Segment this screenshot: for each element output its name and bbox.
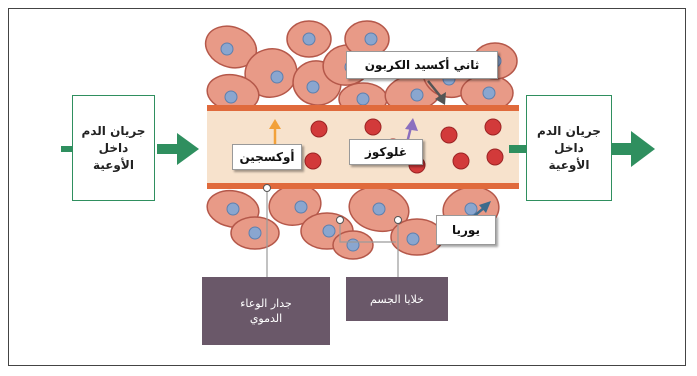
co2-arrow xyxy=(427,80,446,105)
red-blood-cell xyxy=(440,126,458,144)
cell-pointer-1 xyxy=(336,216,344,224)
body-cell xyxy=(230,216,280,250)
flow-left-line-1: جريان الدم xyxy=(81,123,146,138)
vessel-wall-line-1: جدار الوعاء xyxy=(240,297,292,310)
cell-nucleus xyxy=(346,238,360,252)
vessel-wall-line-2: الدموي xyxy=(249,312,283,325)
flow-arrow-right xyxy=(509,131,655,167)
cell-nucleus xyxy=(406,232,420,246)
cell-nucleus xyxy=(410,88,424,102)
cell-nucleus xyxy=(224,90,238,104)
cell-nucleus xyxy=(302,32,316,46)
body-cell xyxy=(244,48,298,98)
cell-nucleus xyxy=(464,202,478,216)
diagram-canvas xyxy=(61,20,655,277)
flow-arrow-left xyxy=(61,133,199,165)
flow-left-line-3: الأوعية xyxy=(93,157,134,172)
cell-nucleus xyxy=(220,42,234,56)
vessel-wall-bottom xyxy=(207,183,519,189)
blood-flow-label-left: جريان الدم داخل الأوعية xyxy=(72,95,155,201)
cell-nucleus xyxy=(306,80,320,94)
cell-pointer-2 xyxy=(394,216,402,224)
red-blood-cell xyxy=(452,152,470,170)
leader-lines xyxy=(266,188,399,277)
body-cells-text: خلايا الجسم xyxy=(370,292,424,306)
vessel-wall-pointer xyxy=(263,184,271,192)
body-cell xyxy=(332,230,374,260)
cell-nucleus xyxy=(372,202,386,216)
body-cells-callout: خلايا الجسم xyxy=(346,277,448,321)
cell-nucleus xyxy=(364,32,378,46)
cell-nucleus xyxy=(248,226,262,240)
red-blood-cell xyxy=(310,120,328,138)
red-blood-cell xyxy=(484,118,502,136)
red-blood-cell xyxy=(364,118,382,136)
flow-right-line-3: الأوعية xyxy=(548,157,590,172)
flow-right-line-2: داخل xyxy=(554,140,584,155)
figure-frame: جريان الدم داخل الأوعية جريان الدم داخل … xyxy=(8,8,686,366)
cell-nucleus xyxy=(322,224,336,238)
cell-nucleus xyxy=(226,202,240,216)
body-cell xyxy=(286,20,332,58)
flow-right-line-1: جريان الدم xyxy=(537,123,601,138)
flow-left-line-2: داخل xyxy=(98,140,129,155)
red-blood-cell xyxy=(304,152,322,170)
urea-label: يوريا xyxy=(436,215,496,245)
blood-flow-label-right: جريان الدم داخل الأوعية xyxy=(526,95,612,201)
vessel-wall-top xyxy=(207,105,519,111)
co2-label: ثاني أكسيد الكربون xyxy=(346,51,498,79)
oxygen-label: أوكسجين xyxy=(232,144,302,170)
glucose-label: غلوكوز xyxy=(349,139,423,165)
cell-nucleus xyxy=(482,86,496,100)
cell-nucleus xyxy=(270,70,284,84)
body-cell xyxy=(460,74,514,112)
red-blood-cell xyxy=(486,148,504,166)
body-cell xyxy=(268,184,322,226)
cell-nucleus xyxy=(356,92,370,106)
body-cell xyxy=(348,185,410,233)
cell-nucleus xyxy=(294,200,308,214)
vessel-wall-callout: جدار الوعاء الدموي xyxy=(202,277,330,345)
